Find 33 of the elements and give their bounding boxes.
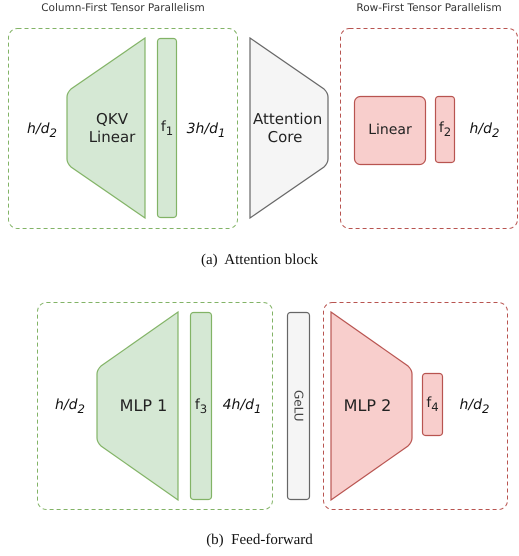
- narrow-bar: [422, 373, 443, 436]
- group-heading: Row-First Tensor Parallelism: [355, 2, 503, 15]
- dimension-label: 4h/d$_{1}$: [222, 397, 262, 416]
- dashed-group-frame: [8, 2, 238, 229]
- subfigure-caption: (a) Attention block: [200, 252, 320, 269]
- block-label: Linear: [368, 122, 412, 139]
- dimension-label: h/d$_{2}$: [26, 121, 58, 140]
- narrow-bar: [435, 96, 455, 163]
- block-label: MLP 2: [344, 396, 392, 416]
- subfigure-caption: (b) Feed-forward: [205, 532, 314, 549]
- vertical-label: GeLU: [291, 390, 306, 422]
- dimension-label: 3h/d$_{1}$: [186, 121, 226, 140]
- dimension-label: h/d$_{2}$: [468, 121, 500, 140]
- block-label: f$_{2}$: [438, 120, 452, 139]
- dimension-label: h/d$_{2}$: [458, 397, 490, 416]
- narrow-bar: [190, 312, 212, 500]
- group-heading: Column-First Tensor Parallelism: [40, 2, 206, 15]
- dashed-group-frame: [340, 2, 518, 229]
- trapezoid-block: [97, 312, 178, 500]
- block-label: f$_{4}$: [426, 395, 439, 414]
- block-label: QKV Linear: [88, 110, 136, 146]
- narrow-bar: [287, 312, 310, 500]
- block-label: f$_{3}$: [194, 396, 208, 416]
- trapezoid-block: [67, 38, 145, 218]
- dimension-label: h/d$_{2}$: [54, 397, 86, 416]
- dashed-group-frame: [37, 302, 273, 510]
- dashed-group-frame: [323, 302, 508, 510]
- rounded-block: [354, 96, 426, 165]
- block-label: MLP 1: [120, 396, 168, 416]
- narrow-bar: [157, 38, 177, 218]
- trapezoid-block: [331, 312, 412, 500]
- trapezoid-block: [250, 38, 328, 218]
- block-label: f$_{1}$: [160, 118, 174, 138]
